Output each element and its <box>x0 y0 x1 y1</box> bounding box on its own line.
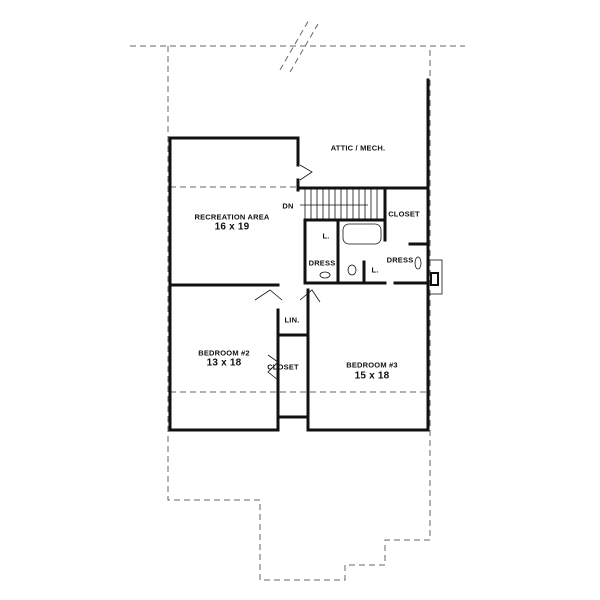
room-label-closet-bed2: CLOSET <box>267 362 299 372</box>
room-size-bedroom3: 15 x 18 <box>354 370 390 382</box>
sink-left <box>319 271 331 279</box>
walls <box>168 78 430 432</box>
hall-doors <box>254 289 321 303</box>
chimney <box>427 259 443 295</box>
room-size-recreation: 16 x 19 <box>214 221 250 233</box>
stairs <box>300 189 378 219</box>
bathtub <box>342 223 382 245</box>
room-label-linen-hall: LIN. <box>284 315 300 325</box>
sink-right <box>414 256 422 270</box>
room-label-bedroom2: BEDROOM #2 <box>198 348 250 358</box>
roof-outline <box>130 17 465 581</box>
attic-door <box>299 164 313 181</box>
room-label-linen-left: L. <box>322 231 330 241</box>
room-label-dress-left: DRESS <box>308 258 336 268</box>
room-label-bedroom3: BEDROOM #3 <box>346 360 398 370</box>
room-label-attic: ATTIC / MECH. <box>330 143 386 153</box>
toilet <box>347 264 357 276</box>
room-label-closet-upper: CLOSET <box>388 209 420 219</box>
room-label-dress-right: DRESS <box>386 255 414 265</box>
stairs-label: DN <box>282 201 294 211</box>
room-label-recreation: RECREATION AREA <box>194 212 270 222</box>
fixtures <box>254 164 443 381</box>
closet-door <box>267 354 279 381</box>
room-size-bedroom2: 13 x 18 <box>206 357 242 369</box>
room-label-linen-right: L. <box>371 265 379 275</box>
